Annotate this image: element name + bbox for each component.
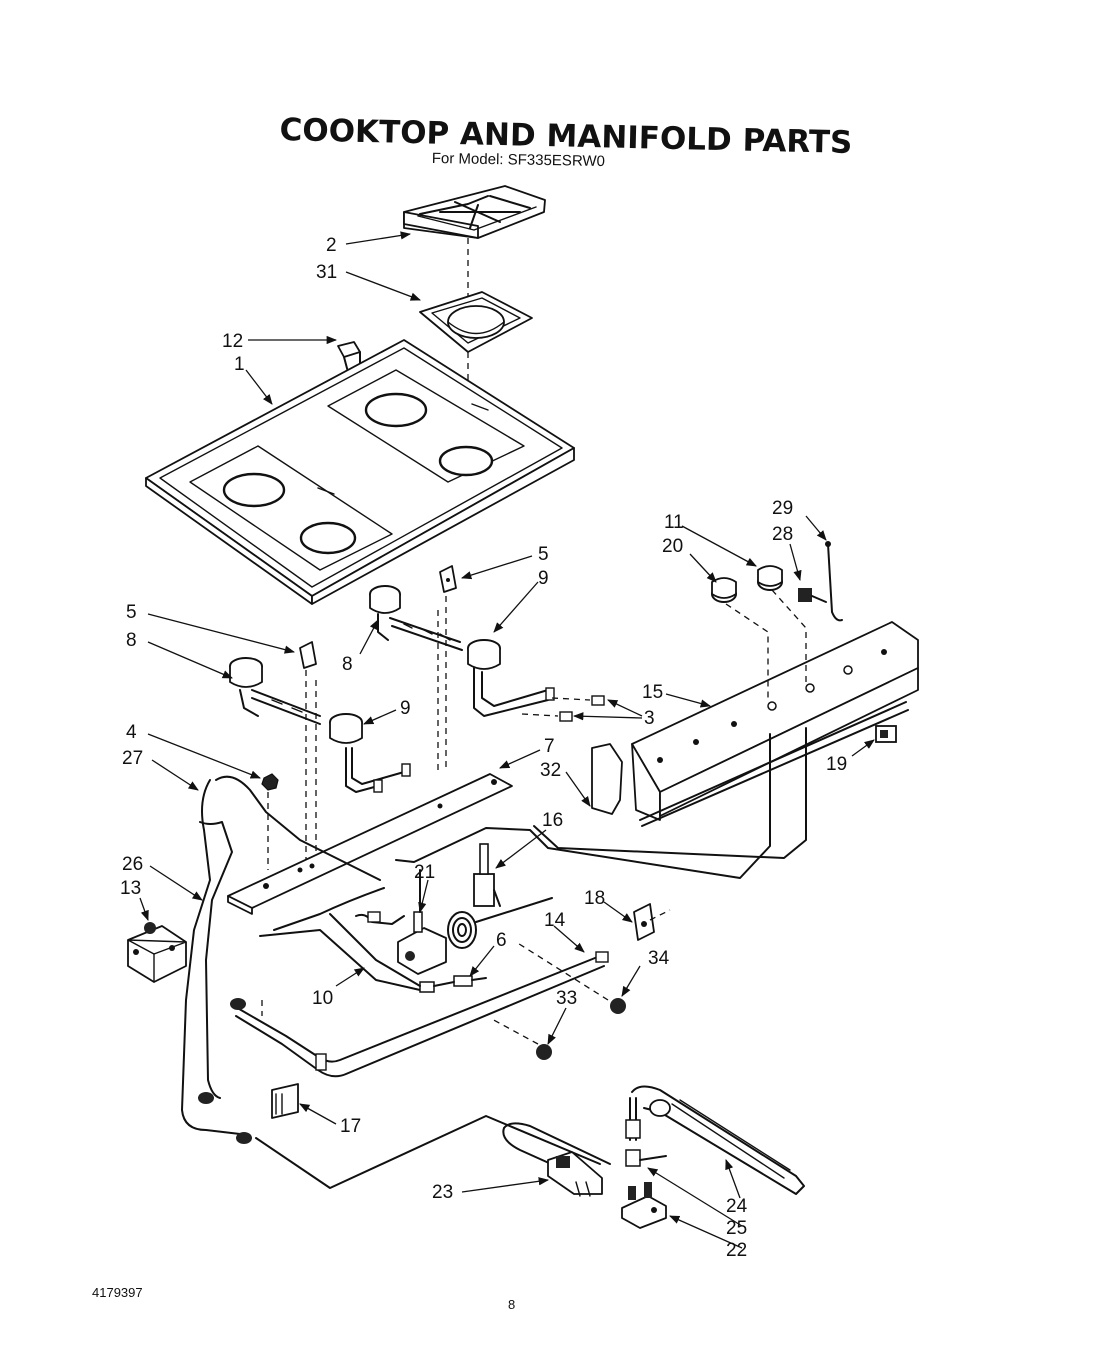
callout-21: 21 [414,862,435,883]
broil-burner-24 [631,1085,805,1195]
callout-22: 22 [726,1240,747,1261]
rear-burner-assembly [369,585,555,717]
control-knob-20 [711,577,737,603]
heat-shield-32 [591,743,623,815]
callout-5-lower: 5 [126,602,137,623]
gas-tube-26 [198,821,252,1144]
bracket-5-lower [299,641,317,669]
bracket-5-upper [439,565,457,593]
callout-28: 28 [772,524,793,545]
callout-1: 1 [234,354,245,375]
callout-26: 26 [122,854,143,875]
callout-7: 7 [544,736,555,757]
page-number: 8 [508,1297,516,1312]
spring-coil-21 [447,911,477,949]
callout-5-upper: 5 [538,544,549,565]
igniter-16 [473,843,501,907]
leader-lines [139,231,875,1249]
callout-4: 4 [126,722,137,743]
bracket-18 [633,903,671,941]
oven-valve-assembly [397,869,447,975]
orifice-hoods [521,695,605,722]
bracket-17 [271,1083,299,1119]
callout-9-lower: 9 [400,698,411,719]
burner-grate [403,185,546,239]
burner-support-bracket [227,773,513,915]
cooktop-main-top [145,339,575,605]
callout-8-lower: 8 [126,630,137,651]
callout-31: 31 [316,262,337,283]
callout-12: 12 [222,331,243,352]
pilot-tube-25 [625,1097,667,1167]
callout-17: 17 [340,1116,361,1137]
screw-34 [515,941,626,1014]
document-number: 4179397 [92,1285,143,1300]
switch-19 [875,725,897,743]
callout-labels: 2 31 12 1 5 9 8 5 8 9 4 27 26 13 7 32 16… [120,235,847,1261]
clip-12 [337,341,361,373]
hex-nut-4 [261,773,279,791]
callout-14: 14 [544,910,566,931]
oven-valve-23 [502,1122,611,1197]
control-knob-11 [757,565,783,591]
callout-11: 11 [664,512,684,533]
callout-33: 33 [556,988,577,1009]
callout-9-upper: 9 [538,568,549,589]
callout-13: 13 [120,878,141,899]
thermostat-valve-22 [621,1182,667,1229]
callout-24: 24 [726,1196,748,1217]
callout-10: 10 [312,988,333,1009]
callout-6: 6 [496,930,507,951]
callout-27: 27 [122,748,143,769]
callout-8-upper: 8 [342,654,353,675]
screw-33 [489,1017,552,1060]
callout-2: 2 [326,235,337,256]
callout-29: 29 [772,498,793,519]
pressure-regulator-13 [127,922,187,983]
ignition-rod-29 [825,541,843,622]
manifold-pipe-14 [230,951,609,1078]
callout-19: 19 [826,754,847,775]
manifold-panel [631,621,919,827]
callout-25: 25 [726,1218,747,1239]
callout-34: 34 [648,948,670,969]
burner-drip-bowl [419,291,533,353]
gas-tube-27 [181,775,381,1135]
gas-tube-main [395,733,771,879]
callout-23: 23 [432,1182,453,1203]
front-burner-assembly [229,657,411,793]
switch-28 [798,588,827,603]
callout-3: 3 [644,708,655,729]
callout-32: 32 [540,760,561,781]
orifice-fitting-6 [419,975,487,993]
callout-16: 16 [542,810,563,831]
callout-15: 15 [642,682,663,703]
callout-20: 20 [662,536,683,557]
callout-18: 18 [584,888,605,909]
